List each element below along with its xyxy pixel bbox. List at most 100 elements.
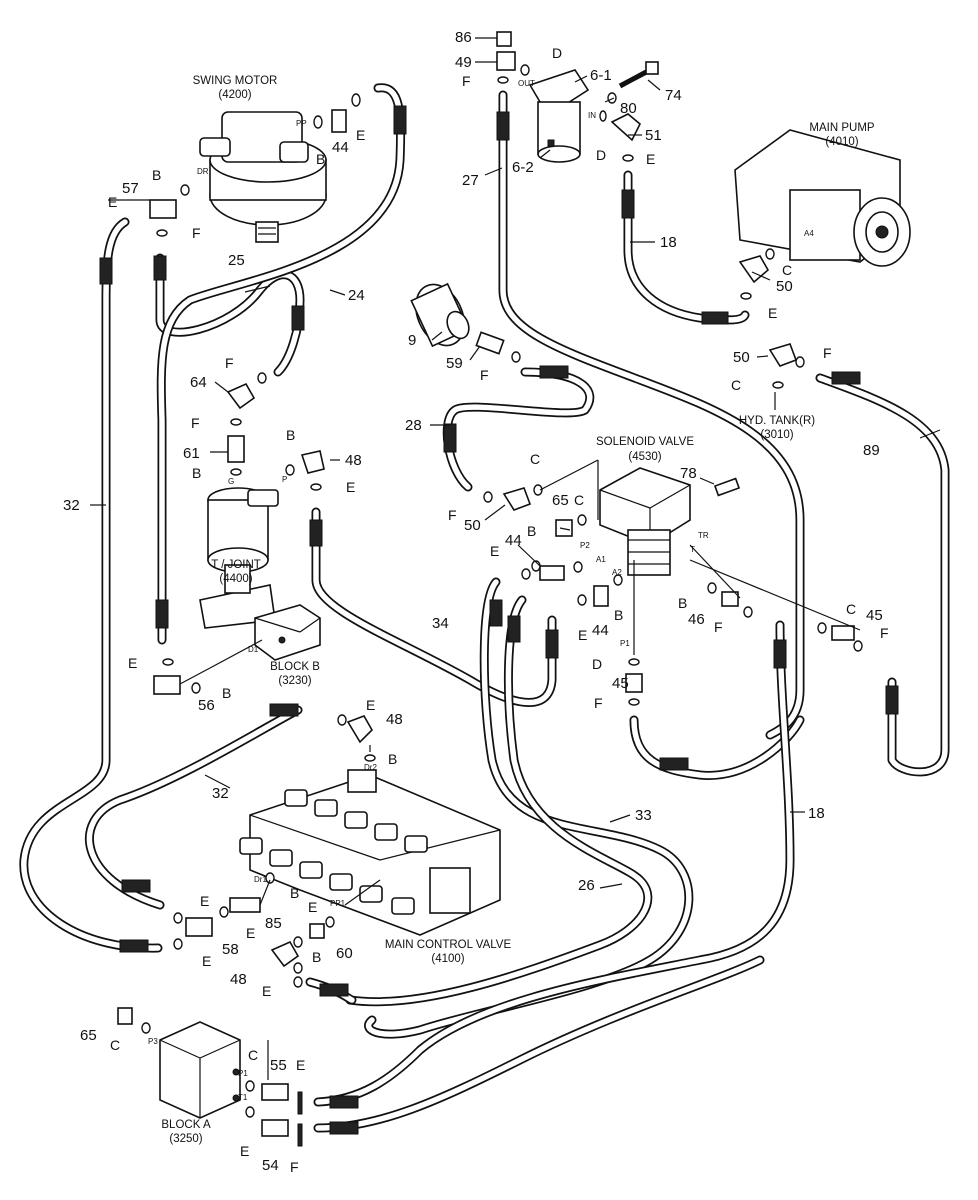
callout-60: 60 xyxy=(336,945,353,962)
callout-48-b: 48 xyxy=(386,711,403,728)
hose-end-18-lower xyxy=(773,639,787,669)
callout-61: 61 xyxy=(183,445,200,462)
callout-25: 25 xyxy=(228,252,245,269)
hose-end-34-top xyxy=(309,519,323,547)
callout-48-a: 48 xyxy=(345,452,362,469)
letter-f: F xyxy=(225,355,234,371)
hose-end-24-top xyxy=(393,105,407,135)
callout-58: 58 xyxy=(222,941,239,958)
hose-end-28-bottom xyxy=(443,423,457,453)
letter-f: F xyxy=(290,1159,299,1175)
callout-50-c: 50 xyxy=(464,517,481,534)
plug-65a xyxy=(555,519,573,537)
port-pp: PP xyxy=(296,119,307,128)
callout-18-a: 18 xyxy=(660,234,677,251)
port-p1-block-a: P1 xyxy=(238,1069,248,1078)
letter-c: C xyxy=(782,262,792,278)
letter-b: B xyxy=(222,685,231,701)
port-dr: DR xyxy=(197,167,209,176)
callout-9: 9 xyxy=(408,332,416,349)
callout-80: 80 xyxy=(620,100,637,117)
letter-f: F xyxy=(714,619,723,635)
callout-89: 89 xyxy=(863,442,880,459)
fitting-44a xyxy=(331,109,347,133)
letter-d: D xyxy=(596,147,606,163)
letter-c: E xyxy=(240,1143,249,1159)
fitting-56 xyxy=(153,675,181,695)
letter-c: C xyxy=(248,1047,258,1063)
hose-end-32-mid xyxy=(121,879,151,893)
letter-e: E xyxy=(108,194,117,210)
block-b xyxy=(254,604,321,661)
port-dr1: Dr1 xyxy=(254,875,267,884)
caption-main-control-valve: MAIN CONTROL VALVE xyxy=(385,939,512,951)
oring-e-blocka xyxy=(297,1091,303,1115)
callout-27: 27 xyxy=(462,172,479,189)
hose-28 xyxy=(442,367,595,492)
letter-e: E xyxy=(646,151,655,167)
fitting-59 xyxy=(475,331,505,355)
hose-end-34-bottom xyxy=(545,629,559,659)
fitting-50b xyxy=(768,343,798,367)
letter-b: B xyxy=(614,607,623,623)
filter-9 xyxy=(410,282,470,348)
port-p: P xyxy=(282,475,287,484)
callout-56: 56 xyxy=(198,697,215,714)
letter-c: C xyxy=(110,1037,120,1053)
letter-e: E xyxy=(262,983,271,999)
fitting-85 xyxy=(229,897,261,913)
fitting-45a xyxy=(831,625,855,641)
swing-motor xyxy=(199,111,327,243)
callout-32-a: 32 xyxy=(63,497,80,514)
port-dr2: Dr2 xyxy=(364,763,377,772)
letter-e: E xyxy=(296,1057,305,1073)
callout-45-b: 45 xyxy=(612,675,629,692)
letter-e: E xyxy=(246,925,255,941)
hose-fittings xyxy=(99,105,899,1135)
fitting-54 xyxy=(261,1119,289,1137)
port-a2: A2 xyxy=(612,568,622,577)
letter-f: F xyxy=(462,73,471,89)
fitting-46 xyxy=(721,591,739,607)
caption-main-pump-code: (4010) xyxy=(825,136,858,148)
callout-45-a: 45 xyxy=(866,607,883,624)
letter-f: F xyxy=(823,345,832,361)
hose-end-32-lower xyxy=(269,703,299,717)
callout-65-b: 65 xyxy=(80,1027,97,1044)
letter-b: B xyxy=(388,751,397,767)
callout-49: 49 xyxy=(455,54,472,71)
leader-lines xyxy=(90,37,941,1080)
line-filter xyxy=(528,69,590,163)
callout-46: 46 xyxy=(688,611,705,628)
callout-48-c: 48 xyxy=(230,971,247,988)
fitting-44c xyxy=(593,585,609,607)
letter-e: E xyxy=(366,697,375,713)
port-pp1: PP1 xyxy=(330,899,346,908)
letter-e: E xyxy=(356,127,365,143)
port-in: IN xyxy=(588,111,596,120)
fitting-48a xyxy=(300,450,325,474)
callout-18-b: 18 xyxy=(808,805,825,822)
callout-28: 28 xyxy=(405,417,422,434)
letter-c: C xyxy=(846,601,856,617)
letter-f: F xyxy=(480,367,489,383)
callout-34: 34 xyxy=(432,615,449,632)
letter-f: F xyxy=(191,415,200,431)
callout-74: 74 xyxy=(665,87,682,104)
caption-hyd-tank-code: (3010) xyxy=(760,429,793,441)
fitting-48b xyxy=(346,715,373,744)
letter-b: B xyxy=(678,595,687,611)
letter-f: F xyxy=(880,625,889,641)
port-t: T xyxy=(690,545,695,554)
hose-end-blocka-1 xyxy=(329,1095,359,1109)
letter-d: D xyxy=(552,45,562,61)
port-p3: P3 xyxy=(148,1037,158,1046)
port-d1: D1 xyxy=(248,645,259,654)
callout-78: 78 xyxy=(680,465,697,482)
letter-e: E xyxy=(128,655,137,671)
hose-end-25-bottom xyxy=(291,305,305,331)
hose-end-32-bot xyxy=(119,939,149,953)
caption-solenoid-valve: SOLENOID VALVE xyxy=(596,436,694,448)
port-tr: TR xyxy=(698,531,709,540)
caption-solenoid-valve-code: (4530) xyxy=(628,451,661,463)
